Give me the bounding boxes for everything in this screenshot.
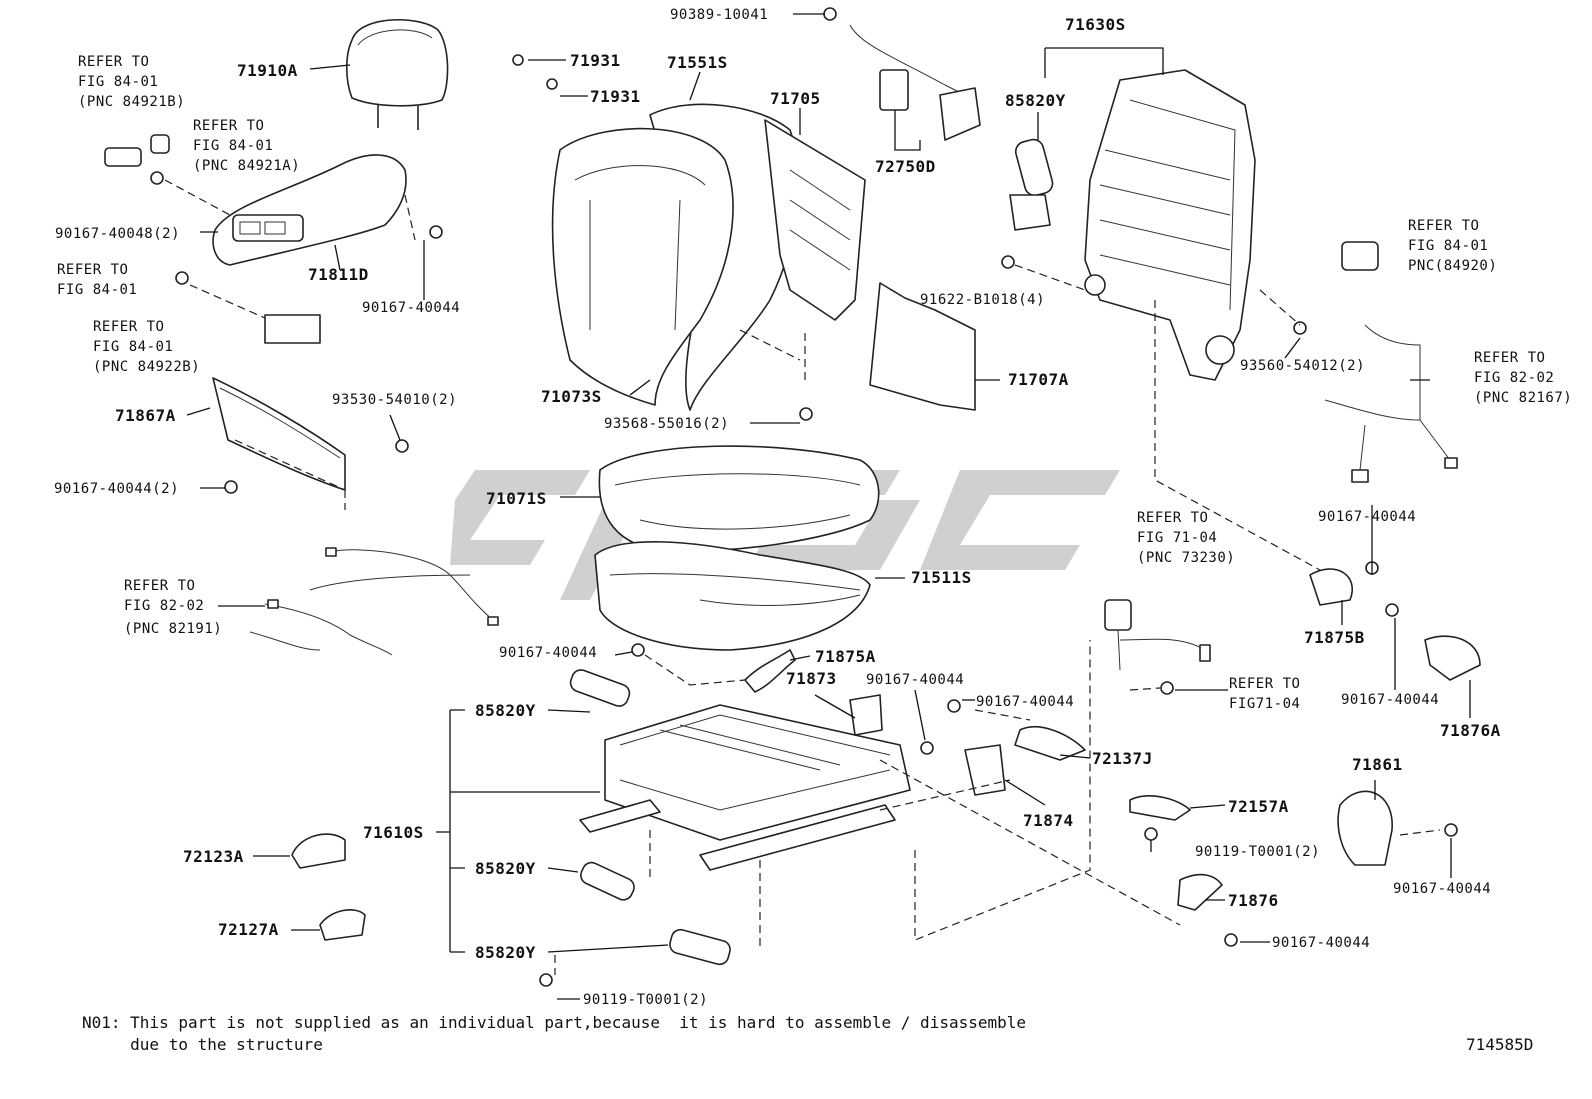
label-71875B: 71875B xyxy=(1304,628,1365,647)
label-90389-10041: 90389-10041 xyxy=(670,7,768,23)
label-refer-84921b-1: REFER TO xyxy=(78,54,149,70)
label-90167-40044-2: 90167-40044(2) xyxy=(54,481,179,497)
label-refer-fig71-04-1: REFER TO xyxy=(1229,676,1300,692)
label-71551S: 71551S xyxy=(667,53,728,72)
label-90119-t0001-b: 90119-T0001(2) xyxy=(583,992,708,1008)
harness-back-part xyxy=(1324,324,1458,483)
label-91622-b1018: 91622-B1018(4) xyxy=(920,292,1045,308)
label-85820Y-b: 85820Y xyxy=(475,859,536,878)
label-71876A: 71876A xyxy=(1440,721,1501,740)
seat-cushion-cover-part xyxy=(598,445,880,552)
label-93530-54010: 93530-54010(2) xyxy=(332,392,457,408)
label-refer-82191-3: (PNC 82191) xyxy=(124,621,222,637)
label-71811D: 71811D xyxy=(308,265,369,284)
footnote-line-1: N01: This part is not supplied as an ind… xyxy=(82,1013,1026,1032)
label-refer-73230-3: (PNC 73230) xyxy=(1137,550,1235,566)
label-refer-84920-1: REFER TO xyxy=(1408,218,1479,234)
label-85820Y-a: 85820Y xyxy=(475,701,536,720)
label-72127A: 72127A xyxy=(218,920,279,939)
label-refer-84922b-3: (PNC 84922B) xyxy=(93,359,200,375)
label-85820Y-c: 85820Y xyxy=(475,943,536,962)
label-72123A: 72123A xyxy=(183,847,244,866)
label-90167-40044-d: 90167-40044 xyxy=(866,672,964,688)
label-71874: 71874 xyxy=(1023,811,1074,830)
label-71073S: 71073S xyxy=(541,387,602,406)
label-71867A: 71867A xyxy=(115,406,176,425)
label-71876: 71876 xyxy=(1228,891,1279,910)
seat-adjuster-part xyxy=(579,704,911,871)
label-72157A: 72157A xyxy=(1228,797,1289,816)
recliner-motor-part xyxy=(1009,138,1054,231)
label-refer-82191-1: REFER TO xyxy=(124,578,195,594)
footnote-line-2: due to the structure xyxy=(82,1035,323,1054)
label-refer-84921a-2: FIG 84-01 xyxy=(193,138,273,154)
label-71705: 71705 xyxy=(770,89,821,108)
label-refer-73230-1: REFER TO xyxy=(1137,510,1208,526)
adjuster-motors-part xyxy=(569,669,731,966)
label-90167-40044-h: 90167-40044 xyxy=(1272,935,1370,951)
seat-belt-buckle-part xyxy=(1104,599,1211,671)
label-refer-84921a-1: REFER TO xyxy=(193,118,264,134)
label-refer-84-01-c1: REFER TO xyxy=(57,262,128,278)
label-71630S: 71630S xyxy=(1065,15,1126,34)
seatback-frame-part xyxy=(1084,69,1256,381)
label-refer-84922b-1: REFER TO xyxy=(93,319,164,335)
label-71610S: 71610S xyxy=(363,823,424,842)
label-90167-40044-g: 90167-40044 xyxy=(1393,881,1491,897)
label-90167-40044-b: 90167-40044 xyxy=(1318,509,1416,525)
label-71931-a: 71931 xyxy=(570,51,621,70)
seatback-board-part xyxy=(764,119,866,321)
small-bracket-parts xyxy=(291,568,1481,941)
label-71873: 71873 xyxy=(786,669,837,688)
harness-cushion-part xyxy=(249,547,499,656)
switch-parts xyxy=(104,134,1379,344)
label-85820Y-top: 85820Y xyxy=(1005,91,1066,110)
label-refer-fig71-04-2: FIG71-04 xyxy=(1229,696,1300,712)
label-refer-82167-1: REFER TO xyxy=(1474,350,1545,366)
label-72137J: 72137J xyxy=(1092,749,1153,768)
label-refer-84922b-2: FIG 84-01 xyxy=(93,339,173,355)
label-71707A: 71707A xyxy=(1008,370,1069,389)
label-refer-84921a-3: (PNC 84921A) xyxy=(193,158,300,174)
label-90119-t0001-a: 90119-T0001(2) xyxy=(1195,844,1320,860)
label-71931-b: 71931 xyxy=(590,87,641,106)
label-90167-40044-f: 90167-40044 xyxy=(976,694,1074,710)
label-71511S: 71511S xyxy=(911,568,972,587)
label-refer-84921b-2: FIG 84-01 xyxy=(78,74,158,90)
label-refer-82167-3: (PNC 82167) xyxy=(1474,390,1572,406)
label-90167-40044-a: 90167-40044 xyxy=(362,300,460,316)
seatback-pad-part xyxy=(869,282,976,411)
seatback-cover-part xyxy=(551,103,799,411)
label-71861: 71861 xyxy=(1352,755,1403,774)
leader-lines xyxy=(186,13,1471,1000)
label-71875A: 71875A xyxy=(815,647,876,666)
label-71071S: 71071S xyxy=(486,489,547,508)
label-refer-84920-2: FIG 84-01 xyxy=(1408,238,1488,254)
label-90167-40048: 90167-40048(2) xyxy=(55,226,180,242)
footnote: N01: This part is not supplied as an ind… xyxy=(82,1013,1026,1054)
label-71910A: 71910A xyxy=(237,61,298,80)
label-90167-40044-e: 90167-40044 xyxy=(1341,692,1439,708)
label-90167-40044-c: 90167-40044 xyxy=(499,645,597,661)
seat-side-shield-part xyxy=(212,154,407,266)
seat-cushion-pad-part xyxy=(594,541,871,651)
harness-top-part xyxy=(849,24,981,141)
drawing-number: 714585D xyxy=(1466,1035,1533,1054)
label-refer-73230-2: FIG 71-04 xyxy=(1137,530,1217,546)
label-refer-84-01-c2: FIG 84-01 xyxy=(57,282,137,298)
headrest-part xyxy=(345,18,449,130)
label-72750D: 72750D xyxy=(875,157,936,176)
label-93568-55016: 93568-55016(2) xyxy=(604,416,729,432)
label-refer-82167-2: FIG 82-02 xyxy=(1474,370,1554,386)
label-93560-54012: 93560-54012(2) xyxy=(1240,358,1365,374)
part-labels: 90389-10041 71630S 71910A REFER TO FIG 8… xyxy=(54,7,1572,1008)
lower-shield-part xyxy=(212,377,346,491)
assembly-dashed-lines xyxy=(164,179,1441,975)
label-refer-84921b-3: (PNC 84921B) xyxy=(78,94,185,110)
label-refer-82191-2: FIG 82-02 xyxy=(124,598,204,614)
label-refer-84920-3: PNC(84920) xyxy=(1408,258,1497,274)
